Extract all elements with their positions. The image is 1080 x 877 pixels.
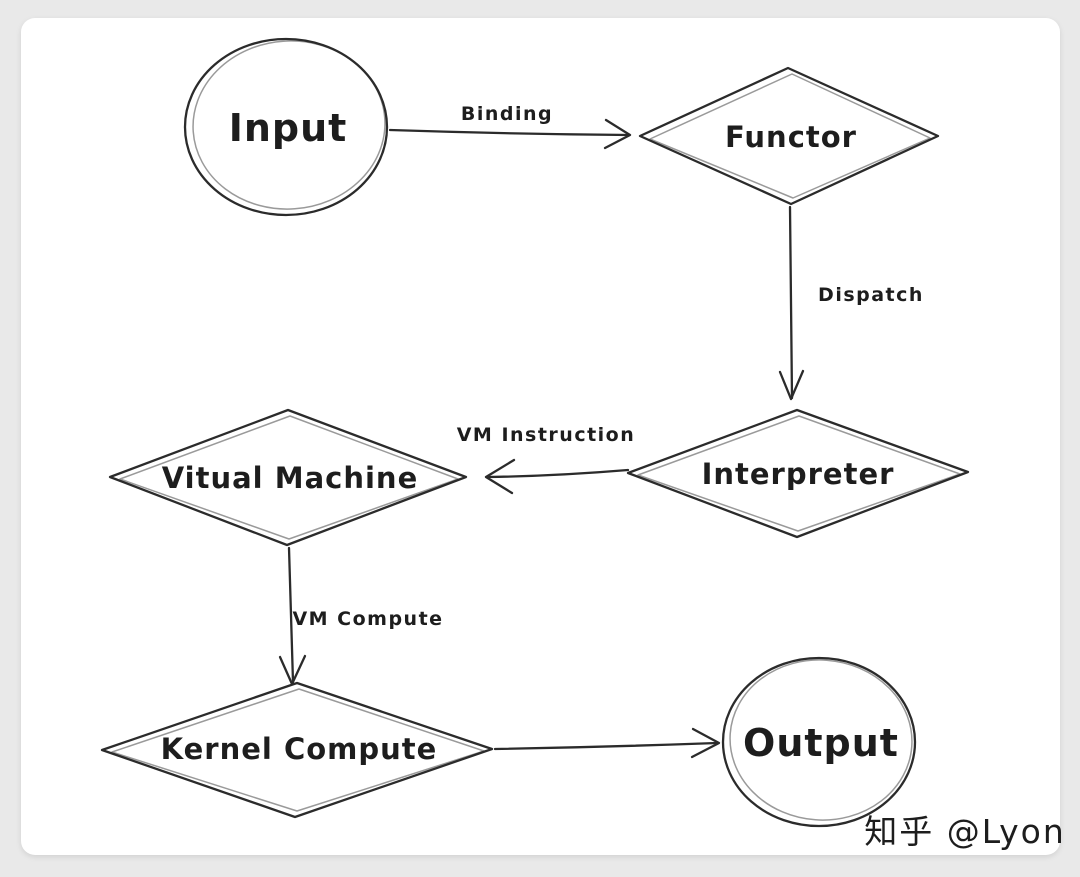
kernel-compute-diamond-outline bbox=[100, 681, 494, 819]
functor-diamond-outline bbox=[638, 66, 940, 206]
node-output: Output bbox=[721, 656, 917, 828]
output-arrowhead bbox=[690, 727, 721, 759]
dispatch-arrowhead bbox=[778, 369, 805, 401]
node-input-label: Input bbox=[229, 106, 348, 150]
node-kernel-compute-label: Kernel Compute bbox=[161, 732, 438, 766]
vm-instruction-arrow-line bbox=[486, 468, 630, 479]
edge-dispatch-label: Dispatch bbox=[818, 284, 924, 306]
edge-binding-label: Binding bbox=[461, 103, 553, 125]
node-virtual-machine-label: Vitual Machine bbox=[162, 461, 419, 495]
edge-vm-compute: VM Compute bbox=[278, 546, 443, 686]
kernel-compute-diamond-sketch bbox=[111, 688, 485, 812]
binding-arrow-line bbox=[388, 128, 631, 137]
node-interpreter-label: Interpreter bbox=[702, 457, 895, 491]
output-arrow-line bbox=[493, 741, 719, 751]
edge-vm-instruction: VM Instruction bbox=[457, 424, 636, 495]
dispatch-arrow-line bbox=[788, 205, 794, 400]
functor-diamond-sketch bbox=[649, 73, 931, 199]
vm-compute-arrow-line bbox=[287, 546, 295, 684]
output-ellipse-sketch bbox=[729, 659, 913, 821]
edge-kernel-to-output bbox=[493, 727, 721, 759]
node-virtual-machine: Vitual Machine bbox=[108, 408, 468, 547]
virtual-machine-diamond-outline bbox=[108, 408, 468, 547]
input-ellipse-outline bbox=[183, 37, 389, 217]
watermark-text: 知乎 @Lyon bbox=[864, 812, 1065, 851]
node-output-label: Output bbox=[743, 721, 899, 765]
node-kernel-compute: Kernel Compute bbox=[100, 681, 494, 819]
node-input: Input bbox=[183, 37, 389, 217]
binding-arrowhead bbox=[603, 118, 632, 150]
edge-binding: Binding bbox=[388, 103, 632, 150]
node-functor-label: Functor bbox=[725, 120, 857, 154]
node-functor: Functor bbox=[638, 66, 940, 206]
virtual-machine-diamond-sketch bbox=[119, 415, 459, 540]
input-ellipse-sketch bbox=[192, 40, 386, 210]
interpreter-diamond-sketch bbox=[637, 415, 961, 532]
edge-vm-compute-label: VM Compute bbox=[292, 608, 443, 630]
output-ellipse-outline bbox=[721, 656, 917, 828]
edge-vm-instruction-label: VM Instruction bbox=[457, 424, 636, 446]
interpreter-diamond-outline bbox=[626, 408, 970, 539]
node-interpreter: Interpreter bbox=[626, 408, 970, 539]
edge-dispatch: Dispatch bbox=[778, 205, 924, 401]
vm-instruction-arrowhead bbox=[484, 458, 516, 495]
